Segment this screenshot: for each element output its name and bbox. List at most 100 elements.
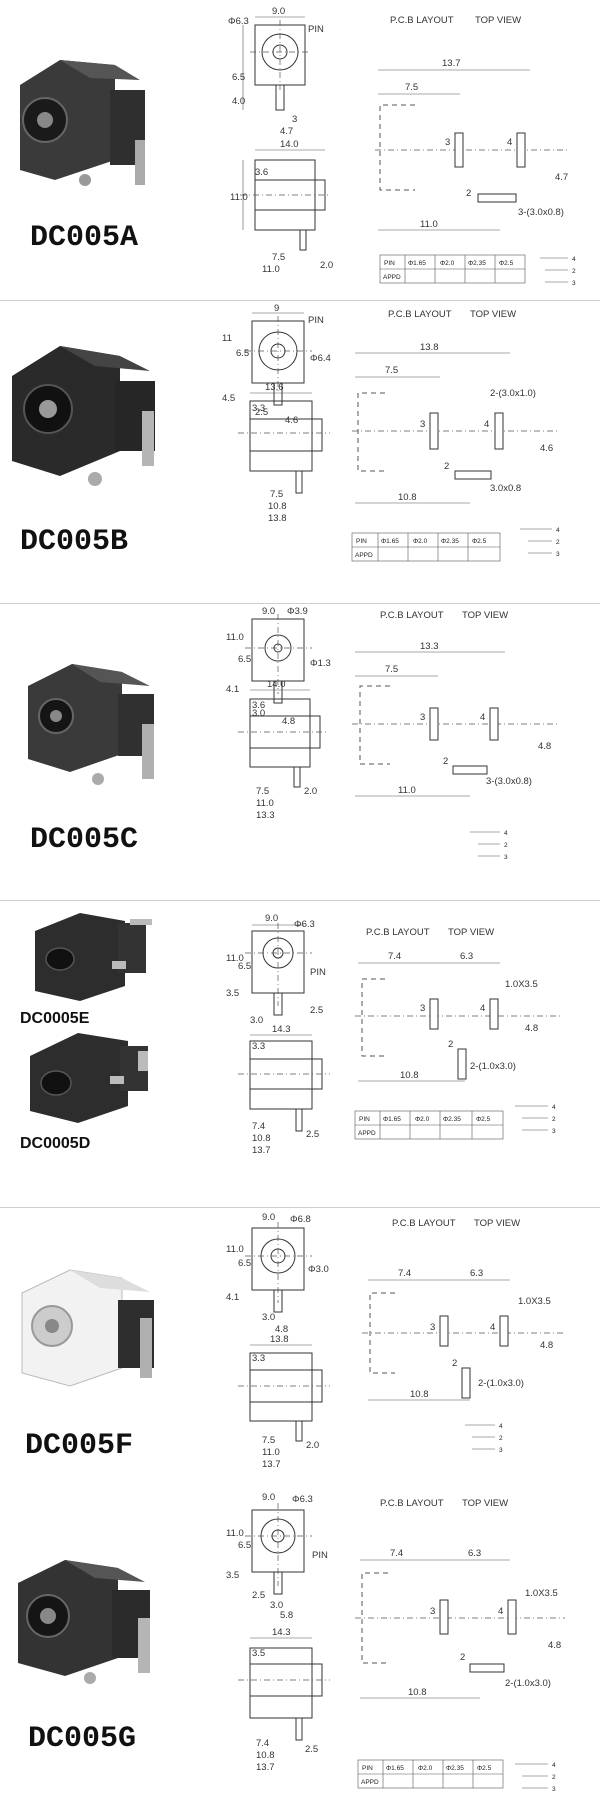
dim-pcb-w: 13.3 [420, 641, 439, 652]
pin-2: 2 [448, 1039, 453, 1050]
pin-2: 2 [443, 756, 448, 767]
table-col-3: Φ2.35 [441, 538, 459, 545]
model-name: DC005B [20, 525, 128, 559]
pin-2: 2 [444, 461, 449, 472]
section-dc005b-drawing: DC005B 9 PIN Φ6.4 6.5 11 4.5 2.5 4.6 13.… [12, 303, 560, 562]
pin-schematic: 4 2 3 [520, 527, 560, 558]
pin-4: 4 [498, 1606, 503, 1617]
dim-side-b4: 2.0 [306, 1440, 319, 1451]
model-name: DC005C [30, 823, 138, 857]
dim-front-h2: 11.0 [226, 1528, 244, 1539]
dim-pcb-a: 7.5 [385, 365, 398, 376]
dim-pcb-slot: 3-(3.0x0.8) [518, 207, 564, 218]
header-pcb: P.C.B LAYOUT [388, 309, 452, 320]
schem-pin-3: 3 [499, 1447, 503, 1454]
section-divider [0, 1207, 600, 1208]
model-name: DC005G [28, 1722, 136, 1756]
dim-front-dia: Φ6.8 [290, 1214, 311, 1225]
table-col-4: Φ2.5 [472, 538, 487, 545]
jack-photo [28, 664, 154, 785]
dim-pcb-h: 4.7 [555, 172, 568, 183]
dim-front-h2: 11.0 [226, 953, 244, 964]
dim-side-b4: 2.5 [306, 1129, 319, 1140]
section-dc0005e-d-drawing: DC0005E DC0005D 9.0 Φ6.3 PIN 11.0 6.5 3.… [20, 913, 560, 1156]
header-pcb: P.C.B LAYOUT [390, 15, 454, 26]
jack-photo-d [30, 1033, 148, 1123]
dim-pcb-w: 13.8 [420, 342, 439, 353]
section-dc005b: DC005B 9 PIN Φ6.4 6.5 11 4.5 2.5 4.6 13.… [0, 301, 600, 603]
side-view: 14.3 3.5 7.4 10.8 13.7 2.5 [238, 1627, 330, 1773]
table-col-3: Φ2.35 [443, 1116, 461, 1123]
dim-front-dia: Φ6.3 [228, 16, 249, 27]
dim-front-b1: 3.0 [270, 1600, 283, 1611]
schem-pin-3: 3 [572, 280, 576, 287]
schem-pin-4: 4 [504, 830, 508, 837]
pin-4: 4 [490, 1322, 495, 1333]
section-dc005c: DC005C 9.0 Φ3.9 Φ1.3 11.0 6.5 4.1 3.0 4.… [0, 604, 600, 900]
dim-pcb-h: 4.8 [538, 741, 551, 752]
table-col-4: Φ2.5 [476, 1116, 491, 1123]
pin-3: 3 [420, 419, 425, 430]
table-col-1: Φ1.65 [381, 538, 399, 545]
pin-schematic: 4 2 3 [465, 1423, 503, 1454]
dim-pcb-w: 6.3 [470, 1268, 483, 1279]
dim-front-b2: 4.7 [280, 126, 293, 137]
table-row-appd: APPD [361, 1779, 379, 1786]
dim-front-dia2: Φ3.0 [308, 1264, 329, 1275]
pin-3: 3 [430, 1606, 435, 1617]
dim-pcb-h: 4.6 [540, 443, 553, 454]
table-col-4: Φ2.5 [477, 1765, 492, 1772]
jack-photo [21, 1269, 154, 1387]
dim-side-t: 3.6 [255, 167, 268, 178]
dim-pcb-slot2: 2-(3.0x1.0) [490, 388, 536, 399]
dim-side-b3: 13.8 [268, 513, 287, 524]
jack-photo-e [35, 913, 152, 1001]
dim-front-w: 9.0 [262, 1492, 275, 1503]
dim-side-b1: 7.4 [252, 1121, 265, 1132]
header-top-view: TOP VIEW [474, 1218, 520, 1229]
section-dc005f-drawing: DC005F 9.0 Φ6.8 Φ3.0 11.0 6.5 4.1 3.0 4.… [21, 1212, 565, 1470]
dim-side-b2: 11.0 [262, 264, 280, 275]
dim-front-b1: 3 [292, 114, 297, 125]
header-top-view: TOP VIEW [448, 927, 494, 938]
dim-pcb-slot: 2-(1.0x3.0) [505, 1678, 551, 1689]
schem-pin-2: 2 [504, 842, 508, 849]
dim-side-b1: 7.5 [272, 252, 285, 263]
dim-front-h3: 3.5 [226, 988, 239, 999]
dim-side-b1: 7.4 [256, 1738, 269, 1749]
pin-3: 3 [445, 137, 450, 148]
front-view: 9.0 Φ6.3 PIN 11.0 6.5 3.5 3.0 2.5 [226, 913, 326, 1026]
section-dc005g: DC005G 9.0 Φ6.3 PIN 11.0 6.5 3.5 2.5 3.0… [0, 1488, 600, 1811]
table-col-3: Φ2.35 [446, 1765, 464, 1772]
pin-schematic: 4 2 3 [470, 830, 508, 861]
dim-front-w: 9 [274, 303, 279, 314]
front-view: 9.0 Φ6.8 Φ3.0 11.0 6.5 4.1 3.0 4.8 [226, 1212, 329, 1335]
section-dc005c-drawing: DC005C 9.0 Φ3.9 Φ1.3 11.0 6.5 4.1 3.0 4.… [28, 606, 560, 861]
pin-table: PIN Φ1.65 Φ2.0 Φ2.35 Φ2.5 APPD [354, 1110, 504, 1140]
dim-pcb-w: 6.3 [468, 1548, 481, 1559]
dim-pcb-b: 10.8 [398, 492, 417, 503]
section-dc0005e-d: DC0005E DC0005D 9.0 Φ6.3 PIN 11.0 6.5 3.… [0, 901, 600, 1207]
dim-pcb-slot: 3.0x0.8 [490, 483, 521, 494]
pin-label: PIN [310, 967, 326, 978]
pin-3: 3 [430, 1322, 435, 1333]
pin-label: PIN [308, 315, 324, 326]
dim-front-dia: Φ6.4 [310, 353, 331, 364]
table-col-4: Φ2.5 [499, 260, 514, 267]
table-col-2: Φ2.0 [440, 260, 455, 267]
schem-pin-2: 2 [552, 1774, 556, 1781]
dim-pcb-h: 4.8 [525, 1023, 538, 1034]
header-pcb: P.C.B LAYOUT [392, 1218, 456, 1229]
dim-front-dia: Φ3.9 [287, 606, 308, 617]
pin-4: 4 [507, 137, 512, 148]
pcb-layout: P.C.B LAYOUT TOP VIEW 13.7 7.5 3 4 2 4.7… [375, 15, 576, 287]
table-col-pin: PIN [359, 1116, 370, 1123]
schem-pin-2: 2 [556, 539, 560, 546]
dim-side-b3: 13.3 [256, 810, 275, 821]
schem-pin-2: 2 [552, 1116, 556, 1123]
dim-side-w: 13.6 [265, 382, 284, 393]
model-name: DC005A [30, 221, 138, 255]
dim-front-h1: 6.5 [238, 961, 251, 972]
dim-pcb-slot2: 1.0X3.5 [525, 1588, 558, 1599]
dim-side-b4: 2.0 [304, 786, 317, 797]
